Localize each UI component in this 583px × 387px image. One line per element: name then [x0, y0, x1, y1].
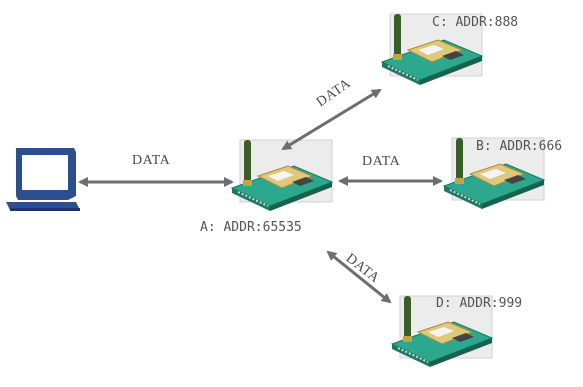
- link-label-pc-a: DATA: [132, 153, 171, 168]
- desktop-computer-icon: [6, 148, 80, 211]
- node-label-d: D: ADDR:999: [436, 296, 523, 311]
- node-label-a: A: ADDR:65535: [200, 220, 302, 235]
- radio-module-icon: [231, 139, 333, 212]
- link-arrow-a-d: [326, 250, 392, 304]
- node-label-b: B: ADDR:666: [476, 139, 563, 154]
- node-label-c: C: ADDR:888: [432, 15, 519, 30]
- link-arrow-a-c: [281, 88, 382, 151]
- link-label-a-b: DATA: [362, 154, 401, 169]
